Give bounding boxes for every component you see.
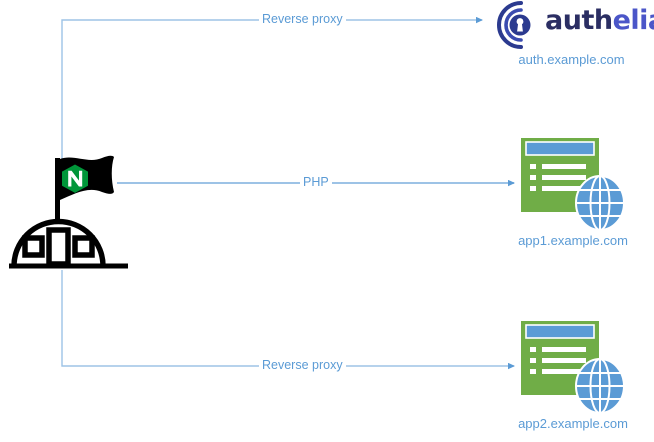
node-app2[interactable] (521, 321, 625, 414)
authelia-wordmark-part1: auth (545, 5, 613, 36)
caption-app1-example-com: app1.example.com (518, 233, 628, 248)
edge-label-reverse-proxy-app2: Reverse proxy (259, 358, 346, 372)
connector-nginx-to-app2 (61, 270, 515, 370)
web-application-server-icon (521, 138, 625, 231)
node-authelia[interactable] (489, 0, 549, 50)
nginx-logo-icon (9, 155, 128, 269)
caption-app2-example-com: app2.example.com (518, 416, 628, 431)
caption-auth-example-com: auth.example.com (518, 52, 625, 67)
node-nginx[interactable] (8, 152, 130, 274)
web-application-server-icon (521, 321, 625, 414)
node-app1[interactable] (521, 138, 625, 231)
edge-label-reverse-proxy-auth: Reverse proxy (259, 12, 346, 26)
edge-label-php: PHP (300, 175, 332, 189)
authelia-lock-logo-icon (497, 1, 531, 49)
